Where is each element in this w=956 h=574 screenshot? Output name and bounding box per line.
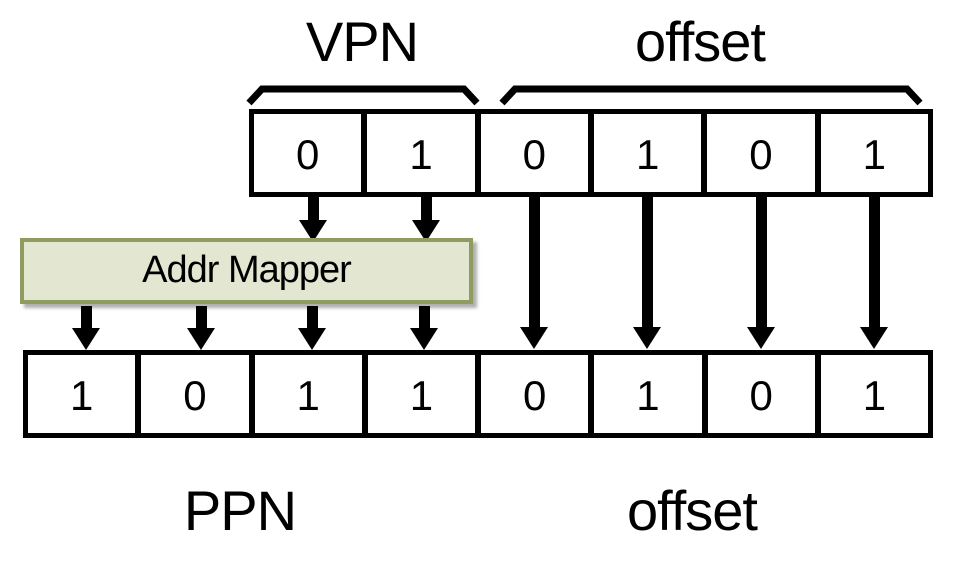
virtual-offset-bit-cell: 0 bbox=[701, 114, 814, 192]
virtual-offset-bit-cell: 1 bbox=[587, 114, 701, 192]
vpn-to-mapper-arrow bbox=[412, 196, 440, 242]
vpn-bit-cell: 1 bbox=[361, 114, 474, 192]
physical-offset-bit-cell: 0 bbox=[701, 355, 815, 433]
ppn-bit-cell: 1 bbox=[69, 372, 94, 419]
physical-offset-bit-cell: 1 bbox=[588, 355, 701, 433]
physical-offset-label: offset bbox=[627, 479, 758, 542]
offset-brace bbox=[499, 85, 923, 106]
physical-offset-bit-cell: 1 bbox=[814, 355, 928, 433]
vpn-to-mapper-arrow bbox=[299, 196, 327, 242]
physical-offset-bit-cell: 0 bbox=[475, 355, 588, 433]
vpn-brace bbox=[246, 85, 480, 106]
physical-address-row: 1 0 1 1 0 1 0 1 bbox=[23, 350, 933, 438]
virtual-address-row: 0 1 0 1 0 1 bbox=[249, 109, 933, 197]
ppn-bit-cell: 0 bbox=[135, 355, 248, 433]
mapper-to-ppn-arrow bbox=[72, 306, 100, 350]
mapper-to-ppn-arrow bbox=[410, 306, 438, 350]
mapper-to-ppn-arrow bbox=[298, 306, 326, 350]
ppn-label: PPN bbox=[183, 479, 297, 542]
virtual-offset-label: offset bbox=[635, 10, 766, 73]
virtual-offset-bit-cell: 1 bbox=[814, 114, 928, 192]
offset-passthrough-arrow bbox=[633, 197, 661, 349]
virtual-offset-bit-cell: 0 bbox=[474, 114, 588, 192]
vpn-bit-cell: 0 bbox=[295, 131, 320, 178]
vpn-label: VPN bbox=[305, 10, 419, 73]
ppn-bit-cell: 1 bbox=[361, 355, 475, 433]
ppn-bit-cell: 1 bbox=[248, 355, 362, 433]
mapper-to-ppn-arrow bbox=[187, 306, 215, 350]
addr-mapper-box: Addr Mapper bbox=[20, 238, 473, 304]
offset-passthrough-arrow bbox=[860, 197, 888, 349]
offset-passthrough-arrow bbox=[520, 197, 548, 349]
offset-passthrough-arrow bbox=[747, 197, 775, 349]
addr-mapper-label: Addr Mapper bbox=[142, 249, 352, 291]
